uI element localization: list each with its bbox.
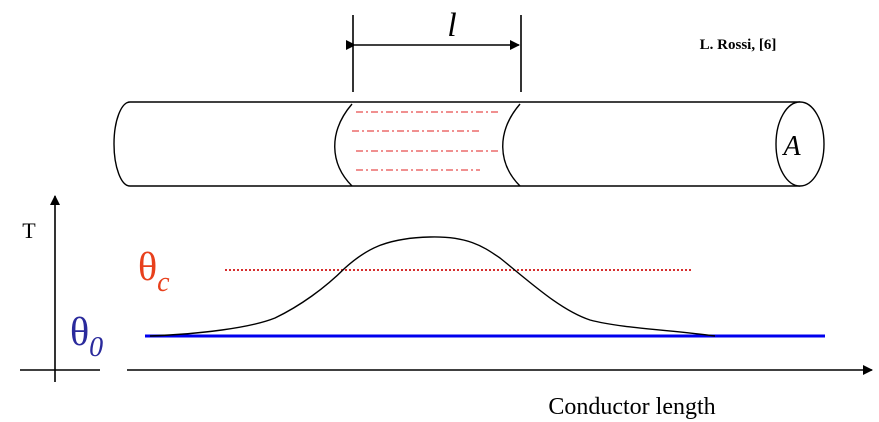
- theta-0-subscript: 0: [89, 332, 103, 363]
- citation-label: L. Rossi, [6]: [700, 37, 777, 53]
- temperature-profile-curve: [149, 236, 716, 337]
- conductor-cylinder: A: [113, 101, 825, 187]
- length-symbol: l: [447, 7, 456, 44]
- cylinder-left-cap: [113, 101, 131, 187]
- theta-0-label: θ0: [70, 309, 103, 363]
- normal-zone-right-boundary: [502, 103, 521, 187]
- theta-0-symbol: θ: [70, 309, 89, 354]
- theta-c-label: θc: [138, 244, 170, 298]
- y-axis-label: T: [22, 218, 36, 243]
- area-symbol: A: [781, 131, 801, 162]
- graph-axes: T Conductor length: [20, 195, 873, 420]
- length-dimension: l: [346, 7, 522, 92]
- x-axis-label: Conductor length: [548, 394, 715, 420]
- theta-c-subscript: c: [157, 267, 170, 298]
- normal-zone-left-boundary: [334, 103, 353, 187]
- cylinder-cross-section: [775, 101, 825, 187]
- theta-c-symbol: θ: [138, 244, 157, 289]
